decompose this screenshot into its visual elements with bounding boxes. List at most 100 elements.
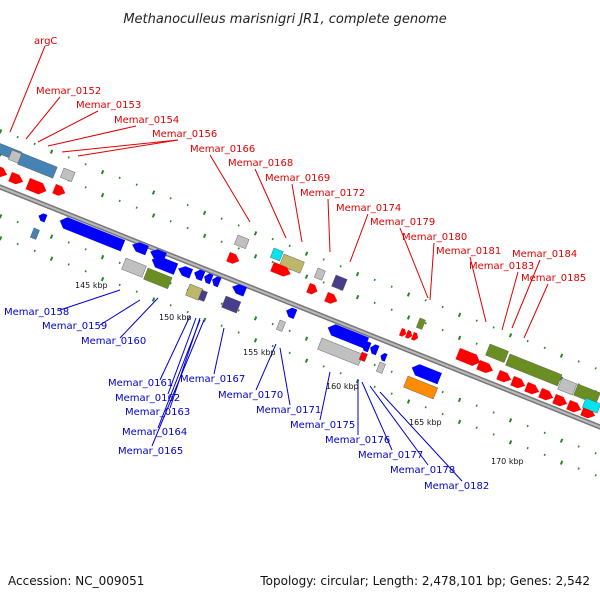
gc-dot-inner-top: [390, 308, 393, 311]
gc-dot-inner-bottom: [84, 248, 87, 251]
gene-arrow-memar-0185b: [566, 400, 582, 413]
gene-label-memar-0153: Memar_0153: [76, 100, 141, 111]
leader-memar-0179: [399, 227, 429, 299]
gene-box-memar-0174: [331, 274, 348, 291]
gc-dot-inner-top: [322, 281, 325, 284]
gc-dot-outer-top: [322, 258, 325, 261]
leader-memar-0184: [511, 259, 541, 329]
gene-label-memar-0161: Memar_0161: [108, 378, 173, 389]
gene-arrow-memar-0162: [178, 266, 193, 279]
label-leader-lines: [9, 45, 549, 482]
gc-dot-outer-top: [355, 271, 360, 277]
gene-arrow-memar-0159: [59, 217, 126, 252]
gene-box-memar-0185: [557, 377, 578, 396]
gc-dot-outer-top: [304, 251, 309, 256]
gc-dot-outer-top: [49, 149, 54, 154]
gc-dot-inner-bottom: [390, 370, 393, 373]
gc-dot-inner-bottom: [0, 214, 3, 219]
gene-arrow-memar-0166: [226, 252, 240, 264]
gc-dot-outer-bottom: [33, 249, 36, 253]
gene-arrow-memar-0179: [399, 328, 407, 337]
scale-ticks: 145 kbp 150 kbp 155 kbp 160 kbp 165 kbp …: [75, 281, 524, 466]
gc-dot-outer-bottom: [457, 419, 462, 425]
gc-dot-inner-top: [441, 328, 444, 332]
gene-arrow-memar-0158a: [38, 213, 48, 223]
gc-dot-inner-top: [220, 240, 223, 243]
leader-memar-0174: [349, 213, 369, 263]
gc-dot-outer-bottom: [441, 412, 444, 416]
gc-dot-inner-bottom: [100, 254, 105, 260]
gc-dot-outer-bottom: [508, 440, 513, 445]
gc-dot-outer-top: [135, 183, 138, 186]
gene-arrow-memar-0169: [270, 262, 291, 277]
gene-box-memar-0181: [416, 317, 426, 330]
leader-memar-0162: [167, 317, 197, 395]
gene-label-memar-0168: Memar_0168: [228, 158, 293, 169]
gc-dot-inner-bottom: [508, 418, 513, 423]
gc-dot-inner-top: [475, 342, 478, 345]
gc-dot-outer-bottom: [186, 310, 189, 314]
gene-label-memar-0174: Memar_0174: [336, 203, 401, 214]
gene-box-memar-0186: [582, 397, 600, 414]
gc-dot-inner-bottom: [271, 322, 274, 326]
gene-label-memar-0177: Memar_0177: [358, 450, 423, 461]
gc-dot-inner-bottom: [543, 431, 546, 435]
gene-label-memar-0172: Memar_0172: [300, 188, 365, 199]
gc-dot-inner-bottom: [118, 261, 121, 265]
gene-arrow-memar-0183: [455, 348, 481, 366]
gene-arrow-memar-0157: [52, 184, 66, 196]
gene-label-memar-0182: Memar_0182: [424, 481, 489, 492]
leader-argC: [9, 45, 46, 133]
leader-memar-0175: [319, 371, 331, 421]
gene-label-memar-0156: Memar_0156: [152, 129, 217, 140]
leader-memar-0166: [209, 154, 251, 223]
gene-box-memar-0182: [403, 375, 438, 400]
gc-dot-inner-bottom: [237, 309, 240, 312]
gene-label-memar-0159: Memar_0159: [42, 321, 107, 332]
gc-dot-outer-bottom: [543, 453, 546, 457]
leader-memar-0182: [379, 391, 463, 482]
gc-dot-inner-bottom: [304, 336, 309, 341]
gc-dot-inner-bottom: [526, 424, 529, 428]
gene-label-memar-0175: Memar_0175: [290, 420, 355, 431]
gc-dot-inner-bottom: [457, 397, 462, 403]
leader-memar-0171: [279, 347, 291, 406]
gene-arrow-memar-0155: [0, 165, 8, 178]
gc-dot-outer-top: [373, 278, 376, 282]
gc-dot-inner-top: [355, 294, 360, 300]
gene-arrow-memar-0160a: [132, 242, 149, 256]
gc-dot-outer-bottom: [577, 467, 580, 470]
gene-box-memar-0167b: [198, 289, 208, 302]
gc-dot-inner-top: [135, 206, 138, 209]
leader-memar-0170: [255, 343, 277, 391]
gc-dot-outer-top: [253, 231, 258, 236]
gc-dot-outer-bottom: [169, 304, 172, 307]
gene-box-memar-0185b: [573, 383, 600, 405]
gene-label-memar-0162: Memar_0162: [115, 393, 180, 404]
scale-tick-145kbp: 145 kbp: [75, 281, 108, 290]
gene-arrow-memar-0156a: [8, 172, 24, 185]
gene-arrow-memar-0177b: [370, 344, 380, 356]
gc-dot-inner-bottom: [253, 316, 258, 321]
gc-dot-outer-bottom: [271, 344, 274, 348]
genome-summary-text: Topology: circular; Length: 2,478,101 bp…: [259, 574, 590, 588]
gene-box-memar-0158: [30, 227, 40, 240]
leader-memar-0156b: [77, 139, 179, 157]
leader-memar-0152: [25, 96, 61, 140]
gc-dot-outer-bottom: [339, 372, 342, 375]
gc-dot-inner-top: [151, 213, 156, 218]
gene-label-memar-0170: Memar_0170: [218, 390, 283, 401]
gc-dot-outer-top: [339, 265, 342, 268]
gc-dot-outer-bottom: [559, 460, 564, 465]
gc-dot-outer-top: [202, 210, 207, 216]
leader-memar-0172: [327, 198, 331, 253]
gc-dot-inner-bottom: [67, 241, 70, 244]
gene-label-memar-0169: Memar_0169: [265, 173, 330, 184]
gc-dot-outer-bottom: [49, 256, 54, 261]
leader-memar-0160: [119, 297, 159, 339]
leader-memar-0185: [523, 283, 549, 339]
leader-memar-0153: [37, 110, 99, 143]
gc-dot-outer-bottom: [304, 358, 309, 363]
gc-dot-outer-top: [288, 244, 291, 248]
gene-label-memar-0181: Memar_0181: [436, 246, 501, 257]
